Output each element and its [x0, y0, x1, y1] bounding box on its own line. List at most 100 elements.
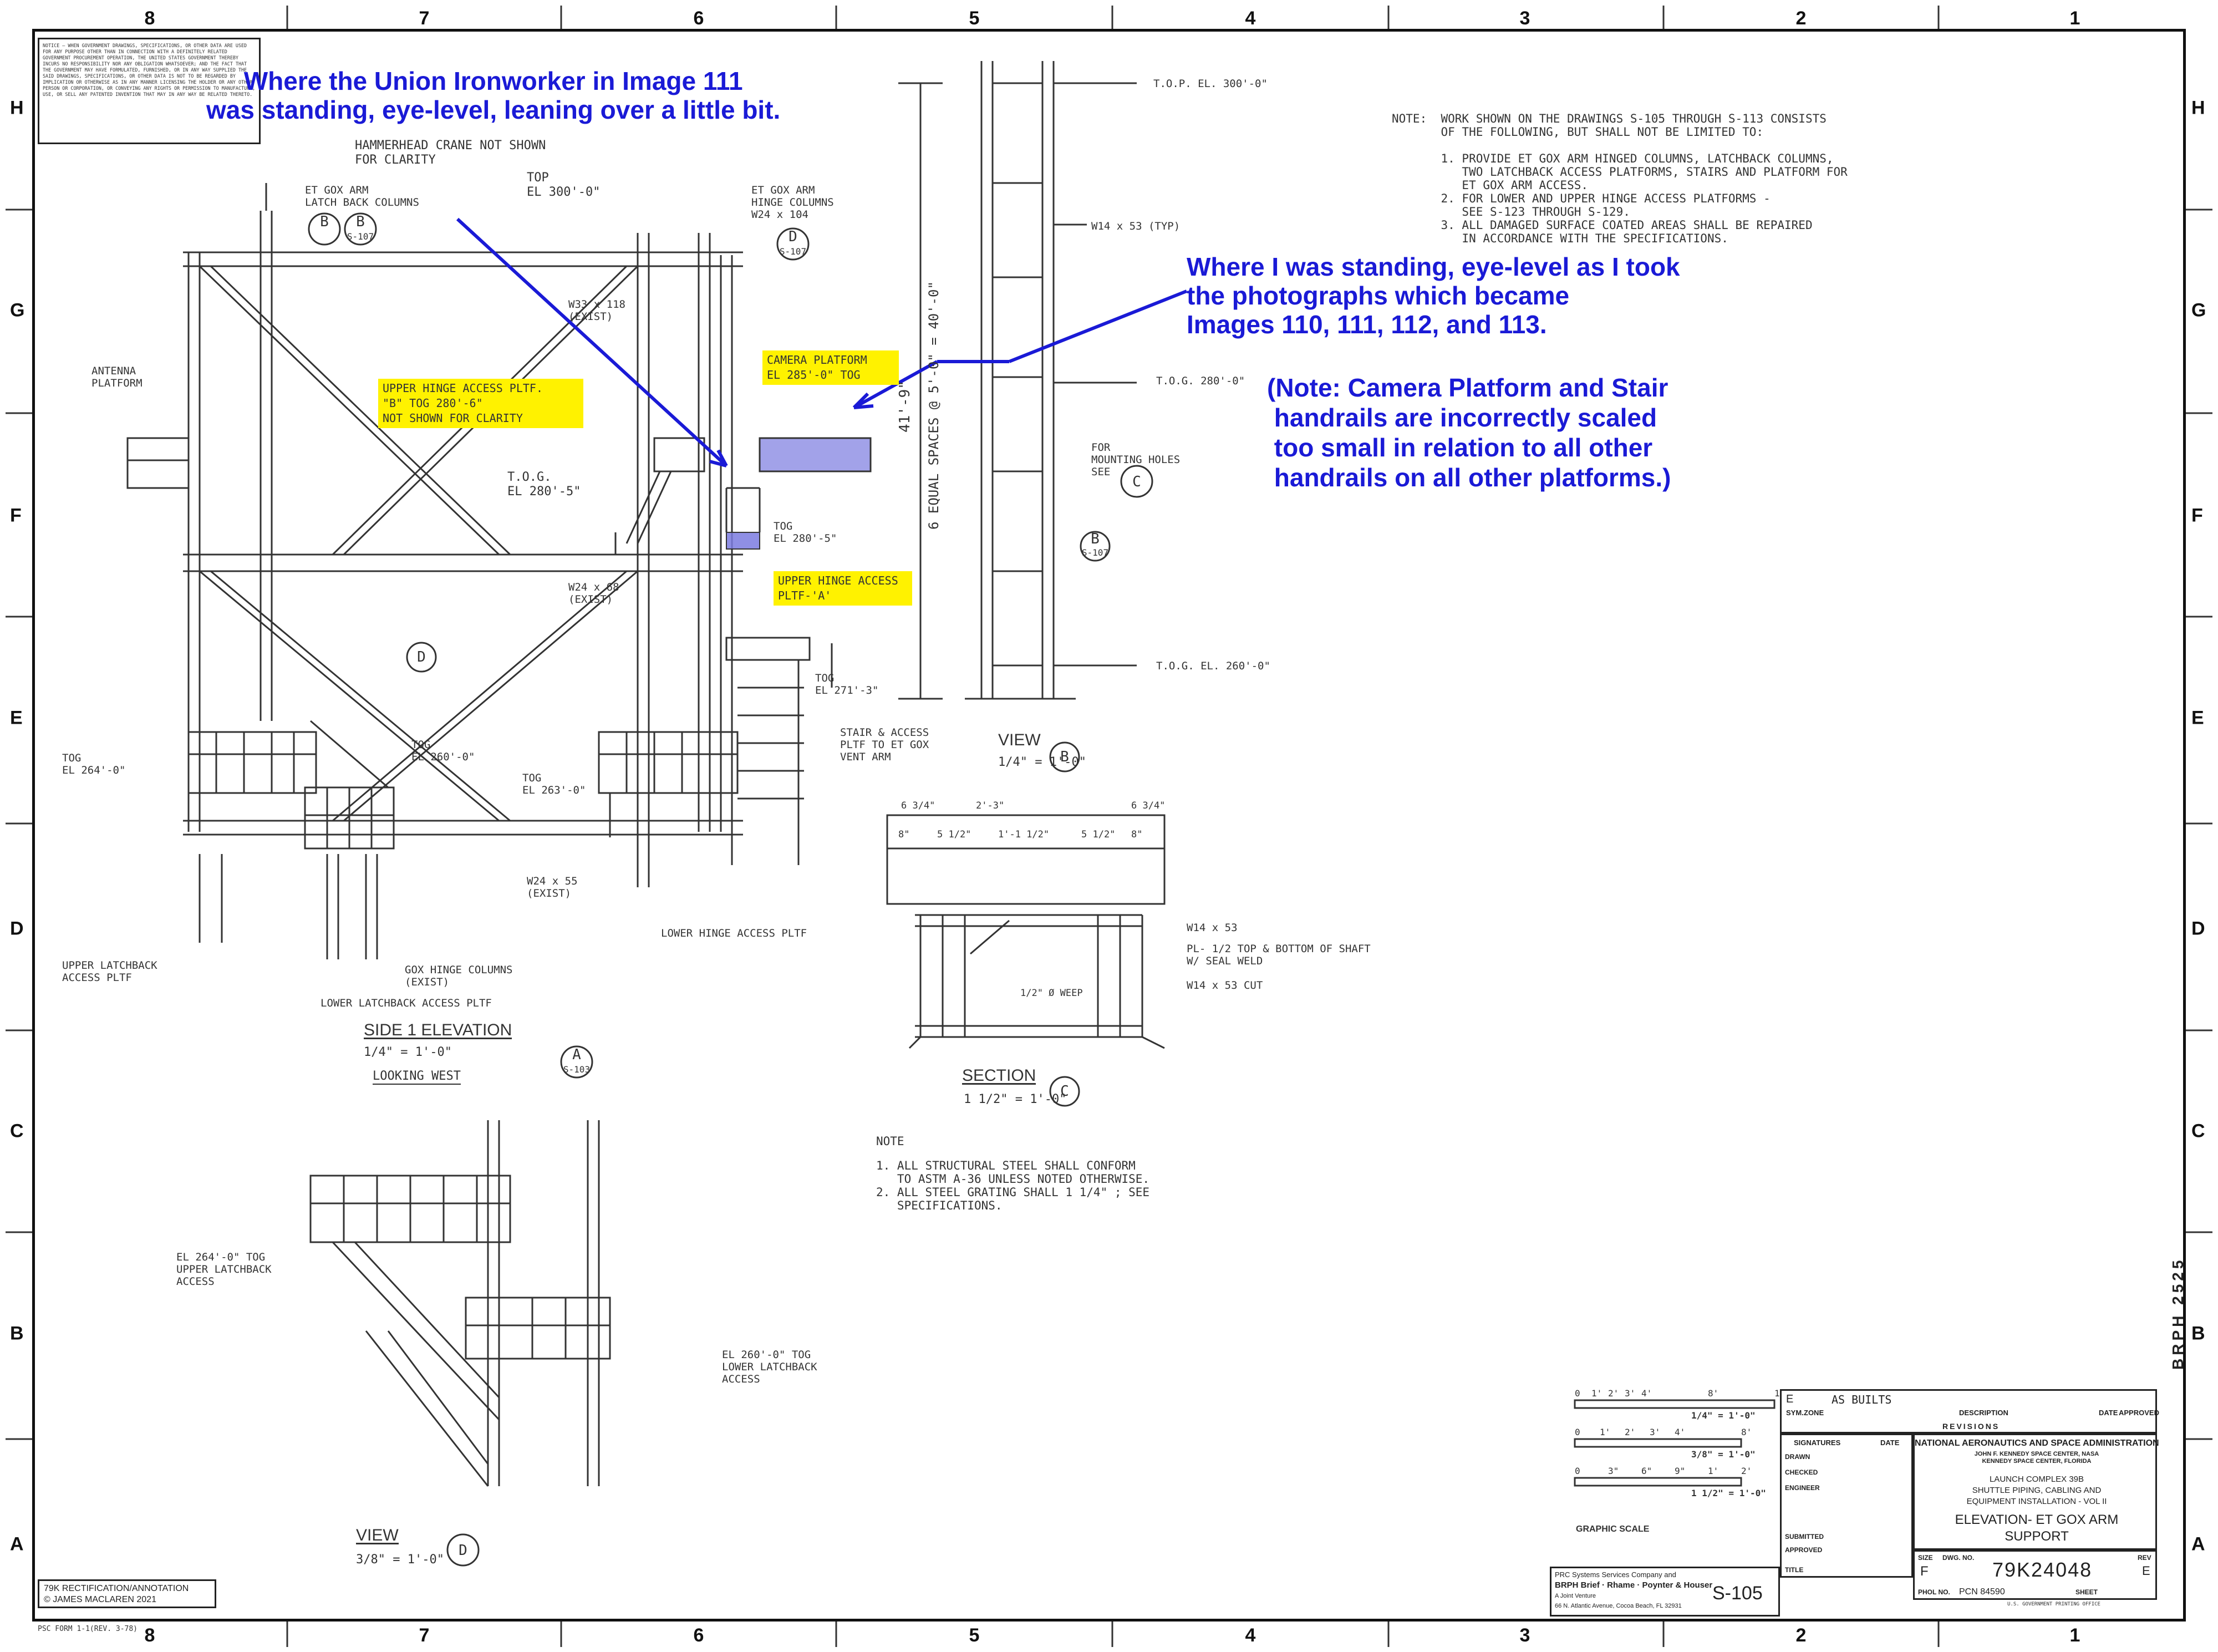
zone-col-1-top: 1 — [2069, 8, 2080, 29]
tog-260-label: TOG EL 260'-0" — [411, 739, 475, 763]
zone-row-E-left: E — [10, 707, 23, 729]
section-c-title: SECTION — [962, 1066, 1036, 1085]
zone-row-H-left: H — [10, 97, 24, 119]
view-b-dim: 41'-9" — [897, 380, 913, 433]
view-d-title: VIEW — [356, 1526, 399, 1544]
stair-access-label: STAIR & ACCESS PLTF TO ET GOX VENT ARM — [840, 726, 929, 763]
zone-col-8-bottom: 8 — [144, 1625, 155, 1646]
govt-printing: U.S. GOVERNMENT PRINTING OFFICE — [2007, 1602, 2100, 1607]
zone-row-B-left: B — [10, 1323, 24, 1344]
scale-tick-label: 3' — [1650, 1427, 1660, 1437]
callout-b-ref: S-107 — [347, 231, 374, 242]
section-c-dim: 1'-1 1/2" — [998, 829, 1050, 840]
zone-row-E-right: E — [2191, 707, 2204, 729]
w33-label: W33 x 118 (EXIST) — [568, 298, 625, 323]
zone-col-7-top: 7 — [419, 8, 430, 29]
drawing-frame — [32, 29, 2186, 1621]
section-c-weep: 1/2" Ø WEEP — [1020, 988, 1083, 999]
callout-b-2: B — [356, 214, 365, 230]
lower-latchback-label: LOWER LATCHBACK ACCESS PLTF — [321, 997, 492, 1009]
graphic-scale-label: GRAPHIC SCALE — [1576, 1524, 1650, 1534]
lower-hinge-label: LOWER HINGE ACCESS PLTF — [661, 927, 807, 939]
upper-latchback-label: UPPER LATCHBACK ACCESS PLTF — [62, 959, 157, 984]
zone-col-2-top: 2 — [1795, 8, 1807, 29]
zone-row-A-right: A — [2191, 1533, 2205, 1555]
tog-264-label: TOG EL 264'-0" — [62, 752, 126, 776]
upper-hinge-a-label: UPPER HINGE ACCESS PLTF-'A' — [774, 571, 912, 606]
zone-row-B-right: B — [2191, 1323, 2205, 1344]
section-c-dim: 8" — [1131, 829, 1143, 840]
callout-d-ref: S-107 — [780, 246, 806, 257]
view-b-scale: 1/4" = 1'-0" — [998, 755, 1086, 769]
view-b-w14: W14 x 53 (TYP) — [1091, 220, 1181, 232]
section-c-dim: 5 1/2" — [1081, 829, 1116, 840]
zone-row-G-right: G — [2191, 299, 2206, 321]
callout-c-2: C — [1060, 1083, 1069, 1100]
zone-col-3-bottom: 3 — [1519, 1625, 1530, 1646]
revision-block: E AS BUILTS SYM. ZONE DESCRIPTION DATE A… — [1780, 1389, 2159, 1434]
scale-tick-label: 4' — [1641, 1388, 1652, 1399]
view-b-tog280: T.O.G. 280'-0" — [1156, 375, 1245, 387]
graphic-scale-1: 1/4" = 1'-0" — [1691, 1410, 1756, 1421]
zone-row-A-left: A — [10, 1533, 24, 1555]
annotation-highlights — [456, 217, 1188, 550]
scale-tick-label: 2' — [1608, 1388, 1619, 1399]
tog-263-label: TOG EL 263'-0" — [522, 772, 586, 796]
view-b-mounting: FOR MOUNTING HOLES SEE — [1091, 441, 1181, 478]
scale-tick-label: 1' — [1600, 1427, 1610, 1437]
section-c-dim: 6 3/4" — [901, 800, 935, 811]
callout-d-3: D — [417, 649, 426, 665]
callout-a-ref: S-103 — [563, 1064, 590, 1075]
zone-row-D-left: D — [10, 918, 24, 939]
scale-tick-label: 2' — [1741, 1466, 1752, 1476]
callout-b-3: B — [1091, 531, 1100, 547]
side-code: BRPH 2525 — [2169, 1257, 2186, 1370]
view-b-spaces: 6 EQUAL SPACES @ 5'-0" = 40'-0" — [926, 281, 942, 530]
upper-hinge-b-label: UPPER HINGE ACCESS PLTF. "B" TOG 280'-6"… — [378, 379, 583, 428]
view-d-lower-label: EL 260'-0" TOG LOWER LATCHBACK ACCESS — [722, 1349, 817, 1385]
main-note: NOTE: WORK SHOWN ON THE DRAWINGS S-105 T… — [1392, 112, 1848, 245]
scale-tick-label: 3' — [1625, 1388, 1635, 1399]
scale-tick-label: 2' — [1625, 1427, 1635, 1437]
top-elevation-label: TOP EL 300'-0" — [527, 171, 601, 199]
callout-d: D — [788, 228, 797, 245]
side-elevation-title: SIDE 1 ELEVATION — [364, 1021, 512, 1039]
view-b-top-el: T.O.P. EL. 300'-0" — [1153, 78, 1268, 90]
scale-tick-label: 4' — [1675, 1427, 1685, 1437]
tog-271-label: TOG EL 271'-3" — [815, 672, 879, 697]
zone-row-F-right: F — [2191, 505, 2203, 526]
zone-col-5-top: 5 — [969, 8, 980, 29]
section-c-dim: 5 1/2" — [937, 829, 971, 840]
drawing-title-block: NATIONAL AERONAUTICS AND SPACE ADMINISTR… — [1913, 1434, 2159, 1550]
form-number: PSC FORM 1-1(REV. 3-78) — [38, 1625, 138, 1633]
section-c-dim: 2'-3" — [976, 800, 1005, 811]
callout-a: A — [572, 1046, 581, 1063]
zone-col-4-bottom: 4 — [1245, 1625, 1256, 1646]
signature-block: SIGNATURES DATE DRAWN CHECKED ENGINEER S… — [1780, 1434, 1913, 1578]
photographer-annotation: Where I was standing, eye-level as I too… — [1187, 252, 1680, 339]
callout-b-4: B — [1060, 749, 1069, 765]
zone-col-8-top: 8 — [144, 8, 155, 29]
section-c-dim: 6 3/4" — [1131, 800, 1166, 811]
view-b-title: VIEW — [998, 731, 1041, 749]
scale-tick-label: 3" — [1608, 1466, 1619, 1476]
view-d-scale: 3/8" = 1'-0" — [356, 1553, 444, 1567]
looking-west-label: LOOKING WEST — [373, 1069, 461, 1085]
zone-row-F-left: F — [10, 505, 22, 526]
zone-row-C-right: C — [2191, 1120, 2205, 1142]
scale-tick-label: 1' — [1591, 1388, 1602, 1399]
w24-68-label: W24 x 68 (EXIST) — [568, 581, 619, 606]
section-c-w14: W14 x 53 — [1187, 922, 1238, 934]
firm-block: PRC Systems Services Company and BRPH Br… — [1550, 1567, 1780, 1617]
ironworker-annotation: Where the Union Ironworker in Image 111 … — [206, 67, 781, 124]
zone-col-7-bottom: 7 — [419, 1625, 430, 1646]
gox-hinge-label: GOX HINGE COLUMNS (EXIST) — [405, 964, 513, 988]
scale-tick-label: 8' — [1708, 1388, 1718, 1399]
section-c-plate: PL- 1/2 TOP & BOTTOM OF SHAFT W/ SEAL WE… — [1187, 943, 1371, 967]
latchback-label: ET GOX ARM LATCH BACK COLUMNS — [305, 184, 419, 209]
scale-tick-label: 1' — [1708, 1466, 1718, 1476]
callout-b-1: B — [320, 214, 329, 230]
drawing-number-block: SIZE F DWG. NO. 79K24048 REV E PHOL NO. … — [1913, 1550, 2157, 1600]
